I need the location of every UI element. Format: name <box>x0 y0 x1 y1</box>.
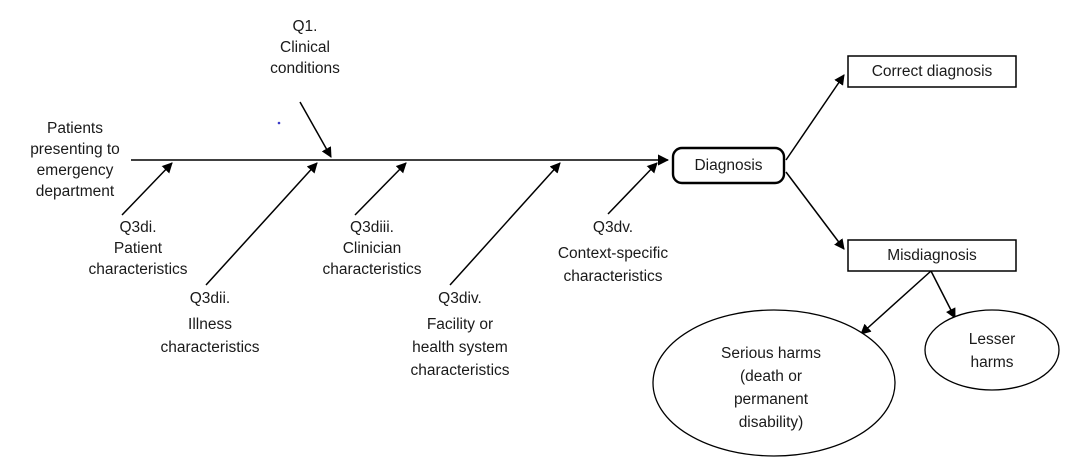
node-diagnosis-label: Diagnosis <box>694 157 762 174</box>
rib-arrow-q3dv <box>607 162 658 215</box>
branch-label-q3div-line-0: Q3div. <box>438 290 482 307</box>
input-label: Patients presenting to emergency departm… <box>30 120 120 200</box>
node-serious-harms-line-1: (death or <box>740 368 802 385</box>
branch-label-q1-line-2: conditions <box>270 60 340 77</box>
branch-label-q1: Q1. Clinical conditions <box>270 18 340 77</box>
branch-label-q3diii-line-1: Clinician <box>343 240 402 257</box>
node-lesser-harms-label: Lesser harms <box>969 331 1016 371</box>
branch-label-q3dv-line-1: Context-specific <box>558 245 669 262</box>
branch-label-q3div-line-1: Facility or <box>427 316 493 333</box>
branch-label-q3div-line-2: health system <box>412 339 508 356</box>
branch-label-q1-line-1: Clinical <box>280 39 330 56</box>
branch-arrow-lesser-harms <box>930 270 956 319</box>
branch-arrow-serious-harms <box>860 270 932 335</box>
branch-label-q3diii-line-2: characteristics <box>322 261 421 278</box>
branch-label-q3dii-line-2: characteristics <box>160 339 259 356</box>
input-label-line-1: presenting to <box>30 141 120 158</box>
branch-label-q3dii: Q3dii. Illness characteristics <box>160 290 259 356</box>
branch-label-q3diii-line-0: Q3diii. <box>350 219 394 236</box>
node-misdiagnosis[interactable] <box>847 239 1017 272</box>
branch-label-q3di-line-1: Patient <box>114 240 163 257</box>
rib-arrow-q1 <box>299 101 332 158</box>
node-lesser-harms[interactable] <box>924 309 1060 391</box>
rib-arrow-q3diii <box>354 162 407 216</box>
rib-arrow-q3div <box>449 162 561 286</box>
input-label-line-0: Patients <box>47 120 103 137</box>
node-serious-harms-line-2: permanent <box>734 391 809 408</box>
branch-arrow-misdiagnosis <box>785 171 845 250</box>
node-serious-harms-label: Serious harms (death or permanent disabi… <box>721 345 821 431</box>
branch-label-q3div-line-3: characteristics <box>410 362 509 379</box>
input-label-line-3: department <box>36 183 115 200</box>
branch-label-q3di-line-0: Q3di. <box>119 219 156 236</box>
branch-arrow-correct-diagnosis <box>785 74 845 161</box>
node-correct-diagnosis-label: Correct diagnosis <box>872 63 993 80</box>
node-serious-harms-line-3: disability) <box>739 414 804 431</box>
node-serious-harms[interactable] <box>652 309 896 457</box>
node-lesser-harms-line-1: harms <box>970 354 1013 371</box>
branch-label-q3div: Q3div. Facility or health system charact… <box>410 290 509 379</box>
node-serious-harms-line-0: Serious harms <box>721 345 821 362</box>
branch-label-q1-line-0: Q1. <box>293 18 318 35</box>
branch-label-q3di-line-2: characteristics <box>88 261 187 278</box>
node-correct-diagnosis[interactable] <box>847 55 1017 88</box>
branch-label-q3dii-line-0: Q3dii. <box>190 290 231 307</box>
branch-label-q3dv: Q3dv. Context-specific characteristics <box>558 219 669 285</box>
branch-label-q3di: Q3di. Patient characteristics <box>88 219 187 278</box>
branch-label-q3dii-line-1: Illness <box>188 316 232 333</box>
branch-label-q3dv-line-2: characteristics <box>563 268 662 285</box>
input-label-line-2: emergency <box>37 162 114 179</box>
node-lesser-harms-line-0: Lesser <box>969 331 1016 348</box>
artifact-dot <box>277 121 281 125</box>
branch-label-q3diii: Q3diii. Clinician characteristics <box>322 219 421 278</box>
rib-arrow-q3dii <box>205 162 318 286</box>
rib-arrow-q3di <box>121 162 173 216</box>
branch-label-q3dv-line-0: Q3dv. <box>593 219 633 236</box>
node-misdiagnosis-label: Misdiagnosis <box>887 247 977 264</box>
node-diagnosis[interactable] <box>671 146 786 185</box>
